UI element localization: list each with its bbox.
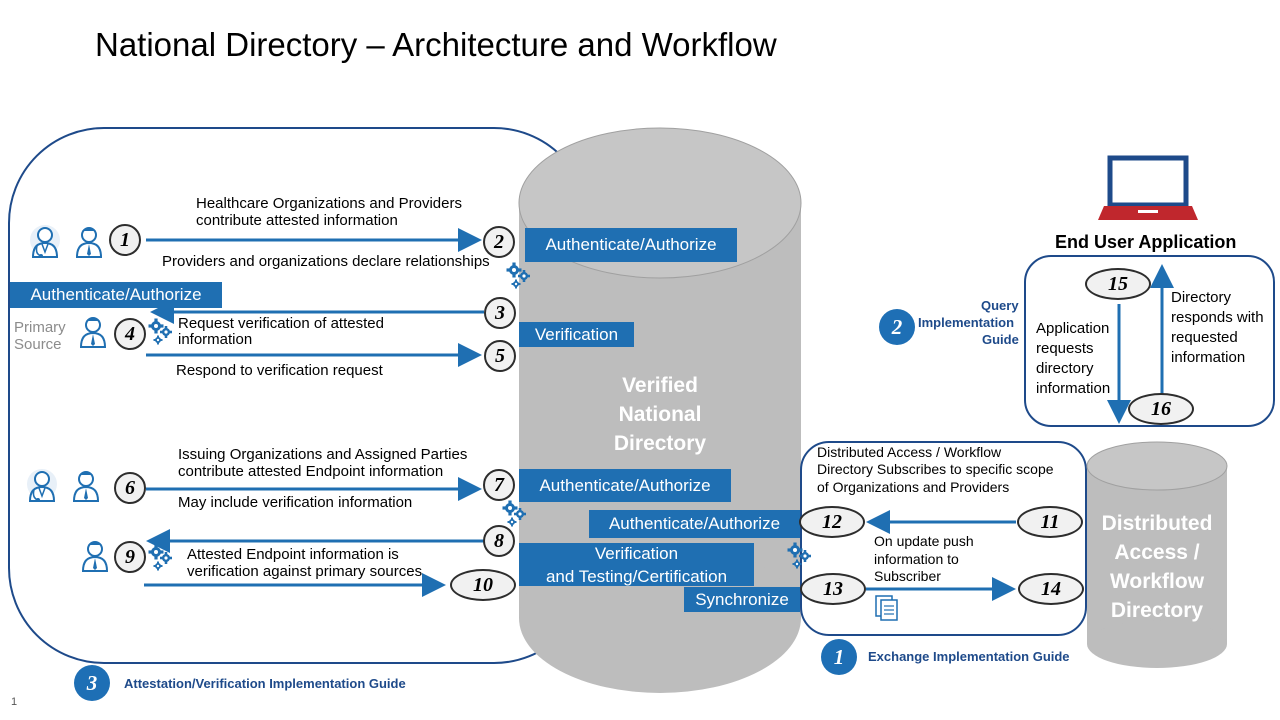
step-4: 4 <box>114 318 146 350</box>
authenticate-authorize-label: Authenticate/Authorize <box>525 228 737 262</box>
authenticate-authorize-label: Authenticate/Authorize <box>519 469 731 502</box>
verification-testing-line1: Verification <box>594 543 679 563</box>
primary-source-label-line2: Source <box>14 336 62 353</box>
on-update-text-line2: information to <box>874 551 959 567</box>
on-update-text-line1: On update push <box>874 533 974 549</box>
verification-label: Verification <box>519 322 634 347</box>
app-request-text-line3: directory <box>1036 360 1094 377</box>
verified-national-directory-line2: National <box>618 403 702 426</box>
distributed-directory-line3: Workflow <box>1109 570 1205 593</box>
exchange-guide-badge: 1 <box>821 639 857 675</box>
authenticate-authorize-label: Authenticate/Authorize <box>10 282 222 308</box>
attestation-guide-label: Attestation/Verification Implementation … <box>124 676 406 691</box>
request-verification-text-line2: information <box>178 331 253 348</box>
distributed-directory-line4: Directory <box>1110 599 1204 622</box>
authenticate-authorize-label: Authenticate/Authorize <box>589 510 800 538</box>
verified-national-directory-line3: Directory <box>613 432 707 455</box>
page-number: 1 <box>11 696 18 708</box>
query-guide-label-line2: Implementation <box>918 315 1015 330</box>
verified-national-directory-label: Verified National Directory <box>590 371 730 458</box>
laptop-icon <box>1098 155 1198 220</box>
attested-endpoint-text-line2: verification against primary sources <box>187 563 423 580</box>
attestation-guide-badge: 3 <box>74 665 110 701</box>
directory-response-text-line2: responds with <box>1171 309 1264 326</box>
step-11: 11 <box>1017 506 1083 538</box>
query-guide-label-line1: Query <box>981 298 1019 313</box>
step-6: 6 <box>114 472 146 504</box>
exchange-guide-label: Exchange Implementation Guide <box>868 649 1070 664</box>
app-request-text-line2: requests <box>1036 340 1094 357</box>
document-icon <box>875 595 898 621</box>
distributed-directory-line1: Distributed <box>1101 512 1213 535</box>
request-verification-text-line1: Request verification of attested <box>178 315 384 332</box>
step-9: 9 <box>114 541 146 573</box>
step-13: 13 <box>800 573 866 605</box>
subscription-text-line1: Distributed Access / Workflow <box>817 444 1002 460</box>
attested-endpoint-text-line1: Attested Endpoint information is <box>187 546 399 563</box>
subscription-text-line2: Directory Subscribes to specific scope <box>817 461 1054 477</box>
directory-response-text-line1: Directory <box>1171 289 1232 306</box>
declare-relationships-text: Providers and organizations declare rela… <box>162 253 490 270</box>
distributed-directory-cylinder <box>1086 441 1228 668</box>
respond-verification-text: Respond to verification request <box>176 362 383 379</box>
step-2: 2 <box>483 226 515 258</box>
directory-response-text-line4: information <box>1171 349 1246 366</box>
subscription-text-line3: of Organizations and Providers <box>817 479 1010 495</box>
verified-national-directory-line1: Verified <box>622 374 698 397</box>
step-7: 7 <box>483 469 515 501</box>
distributed-directory-line2: Access / <box>1114 541 1200 564</box>
may-include-text: May include verification information <box>178 494 413 511</box>
verification-testing-line2: and Testing/Certification <box>545 566 728 586</box>
page-title: National Directory – Architecture and Wo… <box>95 26 777 63</box>
primary-source-label-line1: Primary <box>14 319 66 336</box>
directory-response-text-line3: requested <box>1171 329 1238 346</box>
query-guide-badge: 2 <box>879 309 915 345</box>
step-5: 5 <box>484 340 516 372</box>
app-request-text-line4: information <box>1036 380 1111 397</box>
synchronize-label: Synchronize <box>684 587 800 612</box>
step-14: 14 <box>1018 573 1084 605</box>
app-request-text-line1: Application <box>1036 320 1110 337</box>
issuing-orgs-text-line1: Issuing Organizations and Assigned Parti… <box>178 446 468 463</box>
step-15: 15 <box>1085 268 1151 300</box>
contribute-text-line1: Healthcare Organizations and Providers <box>196 195 462 212</box>
on-update-text-line3: Subscriber <box>874 568 941 584</box>
end-user-application-title: End User Application <box>1055 232 1237 252</box>
step-1: 1 <box>109 224 141 256</box>
step-10: 10 <box>450 569 516 601</box>
doctor-icon <box>26 468 58 503</box>
end-user-panel <box>1024 255 1275 427</box>
contribute-text-line2: contribute attested information <box>196 212 398 229</box>
issuing-orgs-text-line2: contribute attested Endpoint information <box>178 463 444 480</box>
query-guide-label-line3: Guide <box>982 332 1019 347</box>
arrow-icon <box>144 228 1174 601</box>
distributed-directory-label: Distributed Access / Workflow Directory <box>1087 509 1227 625</box>
doctor-icon <box>29 224 61 259</box>
step-12: 12 <box>799 506 865 538</box>
verification-testing-label: Verification and Testing/Certification <box>519 543 754 586</box>
step-8: 8 <box>483 525 515 557</box>
step-16: 16 <box>1128 393 1194 425</box>
step-3: 3 <box>484 297 516 329</box>
